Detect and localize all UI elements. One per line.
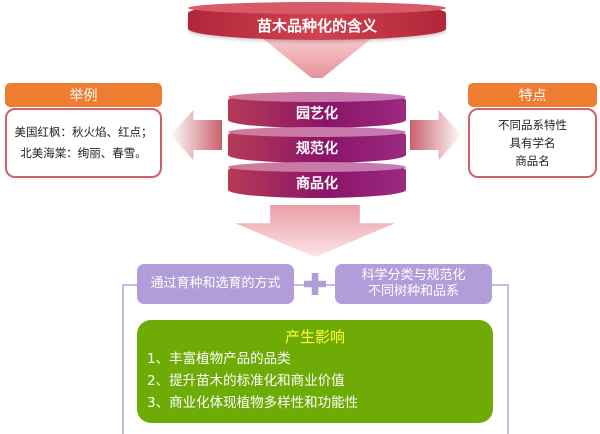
- title-text: 苗木品种化的含义: [256, 16, 377, 35]
- right-arrow-icon: [410, 110, 462, 160]
- examples-box: 美国红枫：秋火焰、红点； 北美海棠：绚丽、春雪。: [5, 108, 162, 178]
- stack-layer-2: 规范化: [228, 127, 406, 163]
- impact-item: 1、丰富植物产品的品类: [147, 351, 291, 367]
- examples-header: 举例: [5, 83, 162, 107]
- feature-line: 具有学名: [509, 136, 556, 150]
- layer-label: 园艺化: [296, 106, 338, 122]
- method-text: 通过育种和选育的方式: [150, 276, 281, 291]
- impact-item: 2、提升苗木的标准化和商业价值: [147, 373, 345, 389]
- impact-title: 产生影响: [284, 328, 345, 346]
- down-arrow-icon: [235, 205, 395, 257]
- method-text: 科学分类与规范化: [361, 268, 466, 283]
- diagram-title: 苗木品种化的含义: [188, 2, 446, 40]
- funnel-arrow: [262, 38, 372, 78]
- features-header: 特点: [468, 83, 597, 107]
- method-box-left: 通过育种和选育的方式: [137, 264, 294, 304]
- layer-label: 规范化: [296, 141, 338, 157]
- stack-layer-1: 园艺化: [228, 92, 406, 128]
- impact-item: 3、商业化体现植物多样性和功能性: [147, 395, 359, 411]
- example-line: 美国红枫：秋火焰、红点；: [14, 125, 153, 139]
- feature-line: 商品名: [515, 154, 550, 168]
- method-box-right: 科学分类与规范化 不同树种和品系: [335, 264, 492, 304]
- example-line: 北美海棠：绚丽、春雪。: [20, 146, 147, 160]
- feature-line: 不同品系特性: [498, 118, 567, 132]
- left-arrow-icon: [170, 110, 222, 160]
- method-text: 不同树种和品系: [367, 284, 459, 299]
- layer-label: 商品化: [296, 176, 338, 192]
- impact-box: 产生影响 1、丰富植物产品的品类 2、提升苗木的标准化和商业价值 3、商业化体现…: [137, 320, 493, 423]
- features-box: 不同品系特性 具有学名 商品名: [468, 108, 597, 178]
- stack-layer-3: 商品化: [228, 162, 406, 198]
